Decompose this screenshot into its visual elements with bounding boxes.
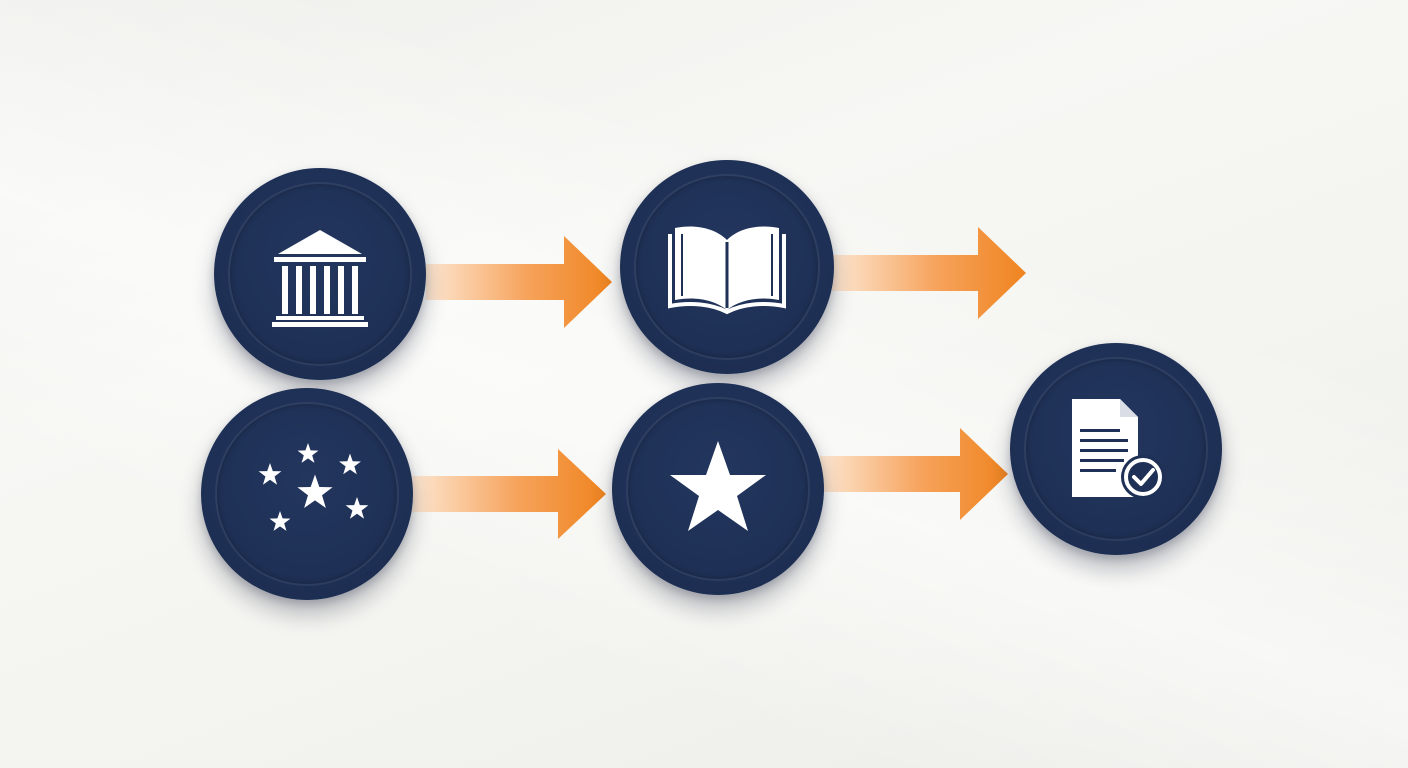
node-reading (620, 160, 834, 374)
document-check-icon (1072, 399, 1165, 499)
arrow-reading-out (832, 227, 1026, 319)
node-ratings (201, 388, 413, 600)
open-book-icon (668, 226, 786, 315)
node-featured (612, 383, 824, 595)
arrow-institution-to-reading (426, 236, 612, 328)
node-ring (228, 182, 412, 366)
arrow-featured-to-document (820, 428, 1008, 520)
node-ring (215, 402, 399, 586)
bank-building-icon (272, 230, 368, 327)
node-institution (214, 168, 426, 380)
node-verified-document (1010, 343, 1222, 555)
node-ring (1024, 357, 1208, 541)
node-ring (626, 397, 810, 581)
node-ring (634, 174, 820, 360)
star-icon (670, 441, 766, 531)
arrow-ratings-to-featured (412, 449, 606, 539)
stars-cluster-icon (258, 443, 369, 531)
